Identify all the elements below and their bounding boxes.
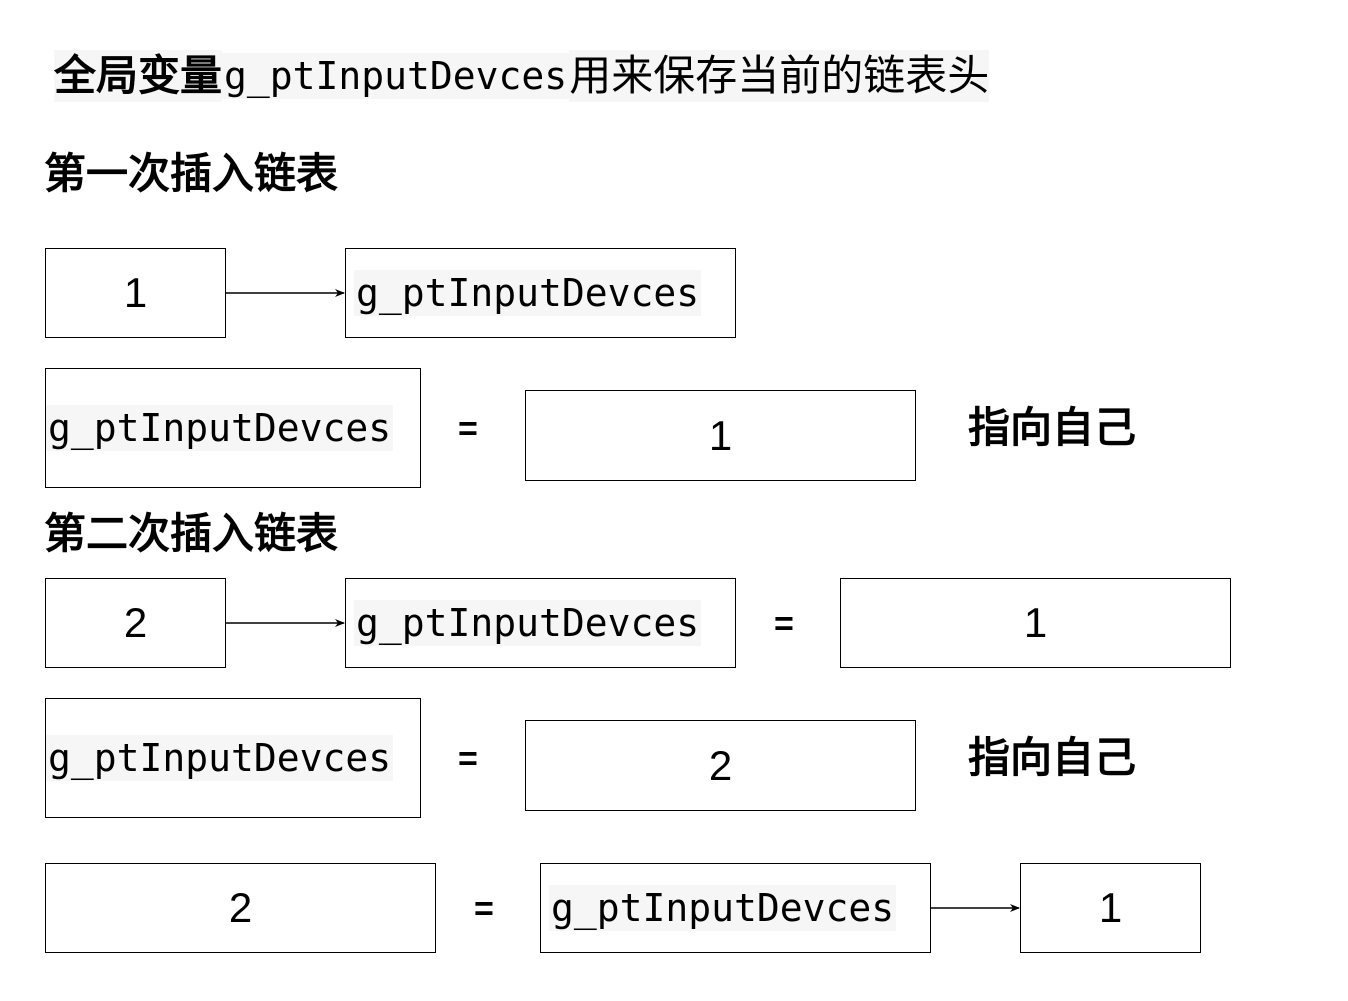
- second-row3-value-box: 2: [45, 863, 436, 953]
- second-insert-title: 第二次插入链表: [44, 509, 339, 558]
- second-assign-pointer-label: g_ptInputDevces: [46, 735, 394, 781]
- first-pointer-box: g_ptInputDevces: [345, 248, 736, 338]
- second-self-note: 指向自己: [968, 733, 1137, 782]
- second-pointer-box: g_ptInputDevces: [345, 578, 736, 668]
- first-assign-pointer-box: g_ptInputDevces: [45, 368, 421, 488]
- first-node-value: 1: [123, 269, 148, 316]
- second-row3-next-box: 1: [1020, 863, 1201, 953]
- second-assign-value-box: 2: [525, 720, 916, 811]
- second-node-box: 2: [45, 578, 226, 668]
- second-node-value: 2: [123, 599, 148, 646]
- second-row3-value: 2: [228, 884, 253, 931]
- heading-part-3: 用来保存当前的链表头: [569, 50, 990, 102]
- first-assign-value: 1: [708, 411, 733, 459]
- second-row3-next-value: 1: [1098, 884, 1123, 931]
- second-row1-value: 1: [1023, 599, 1048, 646]
- second-pointer-label: g_ptInputDevces: [354, 600, 702, 646]
- second-row3-equals: =: [474, 890, 494, 928]
- first-assign-value-box: 1: [525, 390, 916, 481]
- second-row1-equals: =: [774, 605, 794, 643]
- first-self-note: 指向自己: [968, 403, 1137, 452]
- first-pointer-label: g_ptInputDevces: [354, 270, 702, 316]
- second-assign-value: 2: [708, 741, 733, 789]
- heading-variable: g_ptInputDevces: [222, 53, 570, 99]
- second-row3-pointer-box: g_ptInputDevces: [540, 863, 931, 953]
- second-row1-value-box: 1: [840, 578, 1231, 668]
- first-insert-title: 第一次插入链表: [44, 149, 339, 198]
- first-assign-pointer-label: g_ptInputDevces: [46, 405, 394, 451]
- second-assign-equals: =: [458, 740, 478, 778]
- heading-part-1: 全局变量: [54, 50, 223, 102]
- second-assign-pointer-box: g_ptInputDevces: [45, 698, 421, 818]
- first-node-box: 1: [45, 248, 226, 338]
- second-row3-pointer-label: g_ptInputDevces: [549, 885, 897, 931]
- first-assign-equals: =: [458, 410, 478, 448]
